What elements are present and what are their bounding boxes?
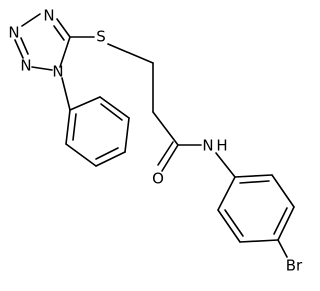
bond-carbonyl-o-double <box>157 141 174 166</box>
bond-n1-c5 <box>59 36 71 68</box>
aryl-bond-3 <box>277 206 295 241</box>
bond-n-aryl <box>215 152 236 178</box>
aryl-bond-2 <box>271 174 295 208</box>
phenyl-ring <box>61 77 130 167</box>
phenyl-double-1 <box>100 103 123 121</box>
phenyl-bond-6 <box>65 109 71 145</box>
atom-label-n1: N <box>52 63 63 81</box>
atom-label-n-upper-left: N <box>8 24 19 42</box>
bond-n3-n2 <box>14 39 24 59</box>
aryl-bond-1 <box>234 174 273 178</box>
phenyl-double-2 <box>95 147 119 160</box>
tetrazole-ring <box>14 13 71 71</box>
atom-label-o: O <box>152 170 164 188</box>
bond-c5-n4 <box>56 18 71 38</box>
bond-carbonyl-o <box>161 144 179 172</box>
phenyl-bond-5 <box>65 143 97 167</box>
bond-n1-phenyl <box>61 77 71 111</box>
atom-label-h-amide: H <box>216 137 227 155</box>
atom-label-br: Br <box>286 257 303 275</box>
atom-label-s: S <box>96 28 106 46</box>
aryl-bond-5 <box>217 209 241 243</box>
bond-n3-n2-double <box>20 37 29 55</box>
aryl-double-1 <box>239 180 270 184</box>
phenyl-bond-4 <box>95 151 126 167</box>
bond-c5-n4-double <box>53 25 65 41</box>
bond-aryl-br <box>277 239 288 258</box>
bond-s-ch2 <box>107 43 154 64</box>
atom-label-n-lower-left: N <box>20 57 31 75</box>
phenyl-bond-3 <box>124 117 130 153</box>
phenyl-bond-1 <box>69 96 101 111</box>
atom-label-n-top: N <box>43 7 54 25</box>
atom-label-n-amide: N <box>202 137 213 155</box>
molecule-drawing: N N N N S N H O Br <box>8 7 303 275</box>
aryl-bond-4 <box>239 239 279 243</box>
phenyl-bond-2 <box>99 96 130 119</box>
structure-canvas: N N N N S N H O Br <box>8 7 303 275</box>
bond-n4-n3 <box>21 13 41 27</box>
aryl-double-2 <box>273 207 288 235</box>
aryl-bond-6 <box>217 176 236 211</box>
bond-ch2-carbonyl <box>152 111 179 146</box>
phenyl-double-3 <box>72 113 77 141</box>
bond-n2-n1 <box>31 66 53 71</box>
aryl-double-3 <box>224 209 244 237</box>
bromophenyl-ring <box>217 174 295 258</box>
